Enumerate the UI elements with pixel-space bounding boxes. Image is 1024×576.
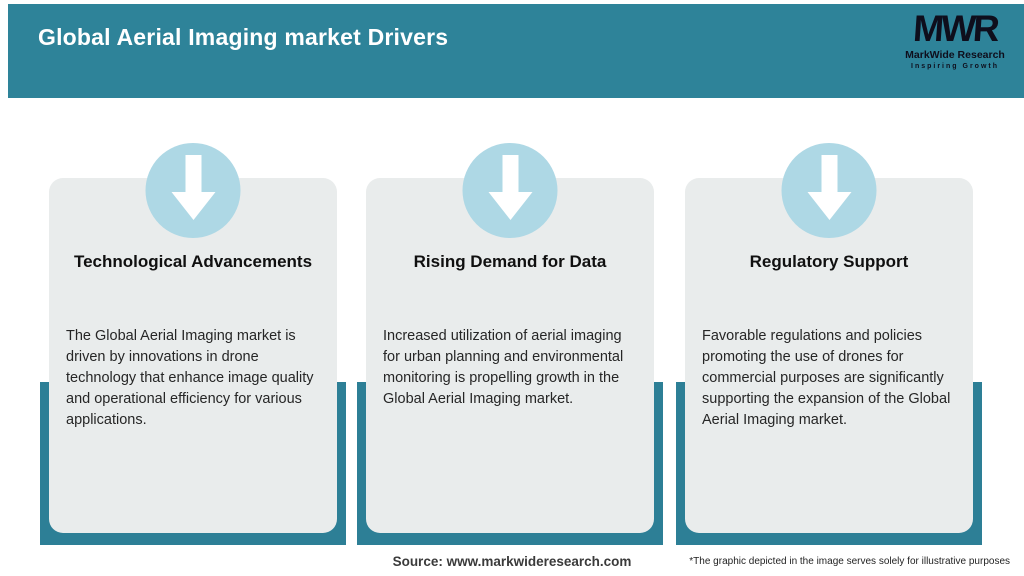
- arrow-badge: [145, 143, 241, 238]
- driver-card-technological-advancements: Technological Advancements The Global Ae…: [49, 143, 337, 533]
- arrow-badge: [462, 143, 558, 238]
- driver-card-rising-demand-for-data: Rising Demand for Data Increased utiliza…: [366, 143, 654, 533]
- arrow-badge: [781, 143, 877, 238]
- card-description: Favorable regulations and policies promo…: [702, 328, 951, 428]
- down-arrow-icon: [171, 154, 215, 220]
- page-title: Global Aerial Imaging market Drivers: [38, 24, 449, 50]
- logo-acronym: MWR: [911, 8, 999, 49]
- driver-card-regulatory-support: Regulatory Support Favorable regulations…: [685, 143, 973, 533]
- down-arrow-icon: [488, 154, 532, 220]
- logo-name: MarkWide Research: [905, 49, 1005, 61]
- source-text: Source: www.markwideresearch.com: [392, 554, 632, 569]
- logo-tagline: Inspiring Growth: [911, 62, 999, 70]
- card-description: Increased utilization of aerial imaging …: [383, 328, 624, 407]
- markwide-logo: MWR MarkWide Research Inspiring Growth: [900, 8, 1010, 70]
- disclaimer-text: *The graphic depicted in the image serve…: [689, 556, 1010, 567]
- down-arrow-icon: [807, 154, 851, 220]
- card-title: Rising Demand for Data: [413, 252, 607, 271]
- header-bar: Global Aerial Imaging market Drivers MWR…: [8, 4, 1024, 98]
- card-title: Regulatory Support: [749, 252, 909, 271]
- card-description: The Global Aerial Imaging market is driv…: [66, 328, 314, 428]
- card-title: Technological Advancements: [73, 252, 313, 271]
